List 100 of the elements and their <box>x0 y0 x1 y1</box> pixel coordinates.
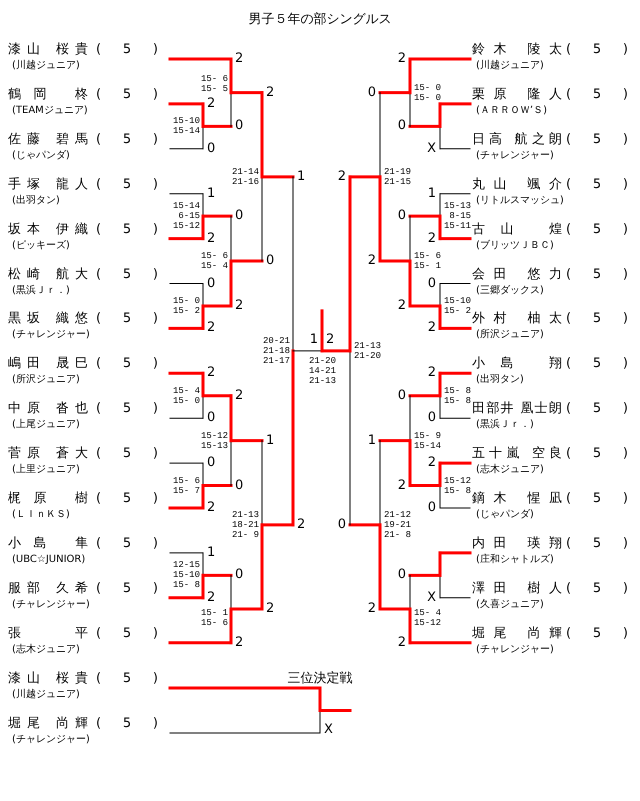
player-name: 小島 隼 <box>8 536 88 551</box>
game-score: 15-10 <box>443 296 471 306</box>
result-mark: 2 <box>398 298 406 313</box>
player-name: 嶋田 晟巳 <box>8 356 88 372</box>
game-score: 15- 1 <box>413 261 441 272</box>
result-mark: 0 <box>207 276 216 290</box>
grade: ( 5 ) <box>566 536 628 551</box>
team-name: (ブリッツＪＢＣ) <box>476 240 554 252</box>
game-score: 15- 4 <box>172 386 200 396</box>
result-mark: 0 <box>338 518 346 532</box>
game-score: 12-15 <box>172 560 200 570</box>
game-score: 15- 9 <box>413 430 441 441</box>
team-name: (チャレンジャー) <box>12 329 90 342</box>
player-name: 鏑木 惺凪 <box>472 491 562 506</box>
result-mark: 0 <box>266 254 274 268</box>
team-name: (じゃパンダ) <box>12 150 70 162</box>
result-mark: X <box>427 142 436 156</box>
grade: ( 5 ) <box>96 356 158 372</box>
team-name: (TEAMジュニア) <box>12 104 88 117</box>
game-score: 21- 8 <box>383 530 411 540</box>
grade: ( 5 ) <box>566 42 628 57</box>
result-mark: 2 <box>368 254 376 268</box>
grade: ( 5 ) <box>96 491 158 506</box>
result-mark: 0 <box>207 456 216 470</box>
grade: ( 5 ) <box>96 401 158 416</box>
result-mark: 2 <box>398 478 406 493</box>
result-mark: 1 <box>310 332 318 347</box>
game-score: 8-15 <box>448 211 471 222</box>
team-name: (川越ジュニア) <box>12 60 80 72</box>
result-mark: 2 <box>398 52 406 66</box>
game-score: 15- 7 <box>172 486 200 496</box>
game-score: 15- 8 <box>443 386 471 396</box>
grade: ( 5 ) <box>96 716 158 731</box>
team-name: (じゃパンダ) <box>476 509 534 521</box>
section-heading: 三位決定戦 <box>288 670 352 687</box>
team-name: (ＬＩｎＫＳ) <box>12 509 70 521</box>
team-name: (出羽タン) <box>12 194 60 207</box>
grade: ( 5 ) <box>96 446 158 462</box>
grade: ( 5 ) <box>96 311 158 326</box>
player-name: 会田 悠力 <box>472 266 562 282</box>
page-title: 男子５年の部シングルス <box>248 11 392 28</box>
grade: ( 5 ) <box>96 536 158 551</box>
grade: ( 5 ) <box>96 42 158 57</box>
result-mark: 2 <box>235 298 244 313</box>
player-name: 漆山 桜貴 <box>8 42 88 57</box>
grade: ( 5 ) <box>96 86 158 102</box>
team-name: (チャレンジャー) <box>476 644 554 656</box>
team-name: (川越ジュニア) <box>476 60 544 72</box>
player-name: 松崎 航大 <box>8 266 88 282</box>
team-name: (所沢ジュニア) <box>476 329 544 342</box>
game-score: 15- 6 <box>200 618 228 628</box>
grade: ( 5 ) <box>96 176 158 192</box>
player-name: 日高 航之朗 <box>472 132 562 147</box>
grade: ( 5 ) <box>566 86 628 102</box>
result-mark: 2 <box>368 602 376 616</box>
game-score: 15-14 <box>413 440 441 451</box>
grade: ( 5 ) <box>96 580 158 596</box>
game-score: 21-14 <box>231 166 259 177</box>
game-score: 15-12 <box>443 476 471 486</box>
grade: ( 5 ) <box>96 626 158 641</box>
game-score: 21- 9 <box>231 530 259 540</box>
result-mark: 2 <box>428 456 436 470</box>
player-name: 佐藤 碧馬 <box>8 132 88 147</box>
game-score: 15- 6 <box>200 251 228 262</box>
grade: ( 5 ) <box>566 580 628 596</box>
result-mark: 0 <box>398 388 406 403</box>
player-name: 漆山 桜貴 <box>8 671 88 686</box>
game-score: 15-11 <box>443 221 471 232</box>
player-name: 張 平 <box>8 626 88 641</box>
player-name: 内田 瑛翔 <box>472 536 562 551</box>
game-score: 15-13 <box>443 201 471 212</box>
result-mark: 0 <box>428 276 436 290</box>
player-name: 服部 久希 <box>8 580 88 596</box>
team-name: (チャレンジャー) <box>12 734 90 746</box>
result-mark: 0 <box>235 568 244 582</box>
grade: ( 5 ) <box>566 491 628 506</box>
team-name: (黒浜Ｊｒ．) <box>12 284 70 296</box>
result-mark: 2 <box>428 321 436 336</box>
game-score: 21-19 <box>383 166 411 177</box>
game-score: 15-13 <box>200 440 228 451</box>
grade: ( 5 ) <box>566 266 628 282</box>
game-score: 15- 2 <box>443 306 471 316</box>
team-name: (UBC☆JUNIOR) <box>12 554 86 566</box>
result-mark: 0 <box>398 209 406 224</box>
grade: ( 5 ) <box>96 222 158 237</box>
game-score: 15- 6 <box>413 251 441 262</box>
team-name: (川越ジュニア) <box>12 689 80 701</box>
result-mark: 2 <box>235 52 244 66</box>
result-mark: 0 <box>235 478 244 493</box>
result-mark: X <box>324 723 333 737</box>
player-name: 丸山 颯介 <box>472 176 562 192</box>
game-score: 15- 8 <box>443 486 471 496</box>
result-mark: 1 <box>428 186 436 201</box>
team-name: (志木ジュニア) <box>476 464 544 476</box>
grade: ( 5 ) <box>96 266 158 282</box>
result-mark: 0 <box>207 411 216 426</box>
result-mark: 0 <box>207 142 216 156</box>
game-score: 15-10 <box>172 116 200 126</box>
player-name: 鈴木 陵太 <box>472 42 562 57</box>
team-name: (所沢ジュニア) <box>12 374 80 386</box>
